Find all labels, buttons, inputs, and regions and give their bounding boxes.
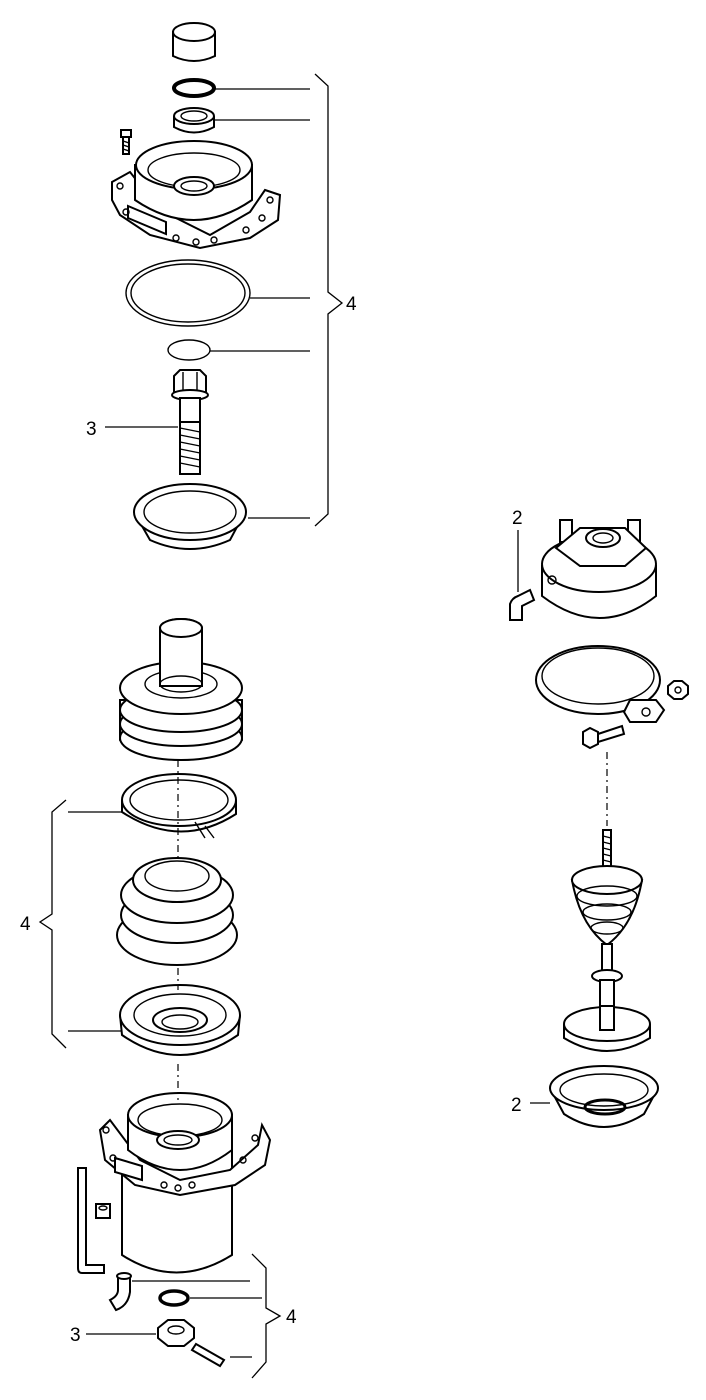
small-bolt-part (120, 129, 132, 155)
right-elbow-fitting-part (509, 588, 536, 621)
bushing-part (173, 107, 215, 134)
hex-bolt-part (171, 369, 209, 475)
bottom-group-brace (251, 1253, 282, 1379)
top-mount-plate-part (111, 140, 282, 250)
top-leaders (105, 88, 310, 519)
right-leaders (517, 530, 550, 1104)
middle-group-brace (38, 799, 67, 1049)
small-sleeve-part (95, 1203, 111, 1219)
diaphragm-cup-part (549, 1065, 659, 1128)
lower-seat-part (119, 984, 241, 1056)
push-rod-part (563, 829, 651, 1052)
pin-part (190, 1342, 226, 1368)
left-leaders (68, 811, 262, 1358)
callout-bottom-nut: 3 (70, 1325, 81, 1346)
split-ring-part (121, 773, 237, 839)
callout-right-fitting: 2 (512, 508, 523, 529)
cap-part (172, 22, 216, 62)
callout-top-group: 4 (346, 294, 357, 315)
top-group-brace (314, 73, 344, 527)
mid-o-ring-part (167, 339, 211, 361)
bottom-o-ring-part (158, 1289, 190, 1307)
left-assembly (38, 618, 282, 1379)
callout-bottom-group: 4 (286, 1307, 297, 1328)
clamp-nut-part (667, 680, 689, 700)
callout-top-bolt: 3 (86, 419, 97, 440)
housing-part (98, 1092, 272, 1274)
callout-right-cup: 2 (511, 1095, 522, 1116)
seat-ring-part (133, 483, 247, 550)
clamp-bolt-part (582, 724, 626, 750)
elbow-fitting-part (108, 1272, 132, 1312)
small-o-ring-part (172, 78, 216, 98)
bellows-stack-part (119, 618, 243, 761)
right-assembly (509, 519, 689, 1128)
large-o-ring-part (125, 259, 251, 327)
hex-nut-part (157, 1319, 195, 1347)
brake-chamber-part (541, 519, 657, 619)
v-clamp-part (535, 645, 666, 723)
hex-key-part (77, 1167, 105, 1274)
rubber-boot-part (116, 857, 238, 966)
top-assembly (105, 22, 344, 550)
callout-middle-group: 4 (20, 914, 31, 935)
